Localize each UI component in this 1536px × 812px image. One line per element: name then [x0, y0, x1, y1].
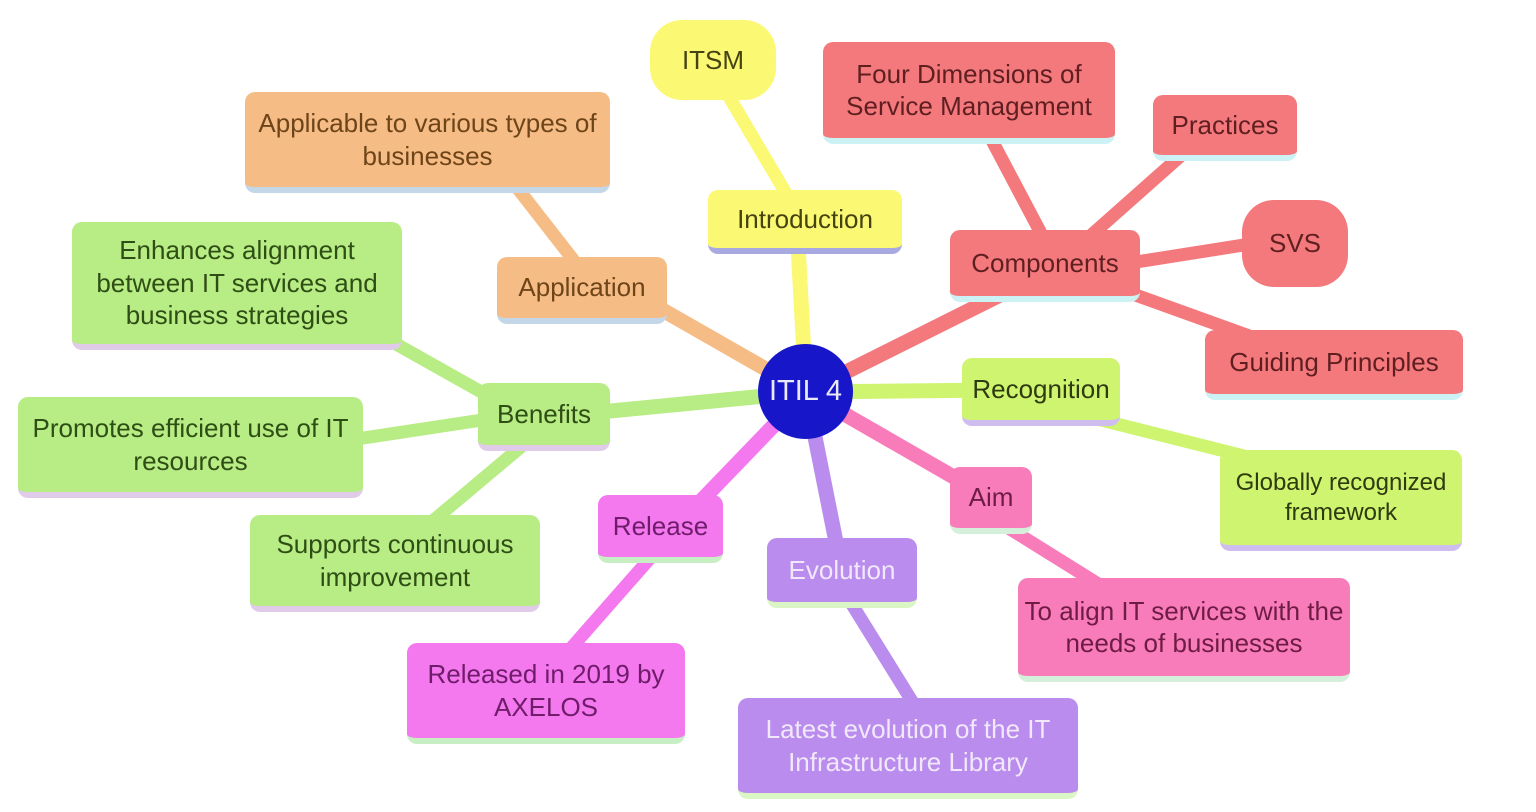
node-latest-evolution: Latest evolution of the IT Infrastructur… — [738, 698, 1078, 799]
node-svs: SVS — [1242, 200, 1348, 287]
node-globally-recognized: Globally recognized framework — [1220, 450, 1462, 551]
edge-practices-components — [1081, 145, 1192, 245]
node-evolution: Evolution — [767, 538, 917, 608]
edge-svs-components — [1129, 237, 1257, 269]
node-aim: Aim — [950, 467, 1032, 534]
node-promotes-efficient: Promotes efficient use of IT resources — [18, 397, 363, 498]
node-recognition: Recognition — [962, 358, 1120, 426]
edge-fourdimensions-components — [981, 126, 1050, 244]
edge-itsm-introduction — [718, 83, 797, 207]
node-four-dimensions: Four Dimensions of Service Management — [823, 42, 1115, 144]
node-guiding-principles: Guiding Principles — [1205, 330, 1463, 400]
node-itsm: ITSM — [650, 20, 776, 100]
edge-evolution-latest — [841, 591, 922, 713]
node-to-align: To align IT services with the needs of b… — [1018, 578, 1350, 682]
node-application: Application — [497, 257, 667, 324]
node-components: Components — [950, 230, 1140, 302]
node-supports-continuous: Supports continuous improvement — [250, 515, 540, 612]
edge-benefits-supports — [421, 439, 529, 532]
node-benefits: Benefits — [478, 383, 610, 451]
node-enhances-alignment: Enhances alignment between IT services a… — [72, 222, 402, 350]
node-released-2019: Released in 2019 by AXELOS — [407, 643, 685, 744]
node-release: Release — [598, 495, 723, 563]
node-introduction: Introduction — [708, 190, 902, 254]
edge-release-released — [558, 549, 659, 662]
node-center-itil4: ITIL 4 — [758, 344, 853, 439]
edge-benefits-promotes — [343, 413, 489, 447]
node-practices: Practices — [1153, 95, 1297, 161]
node-applicable-various: Applicable to various types of businesse… — [245, 92, 610, 193]
edge-application-applicable — [508, 178, 582, 269]
